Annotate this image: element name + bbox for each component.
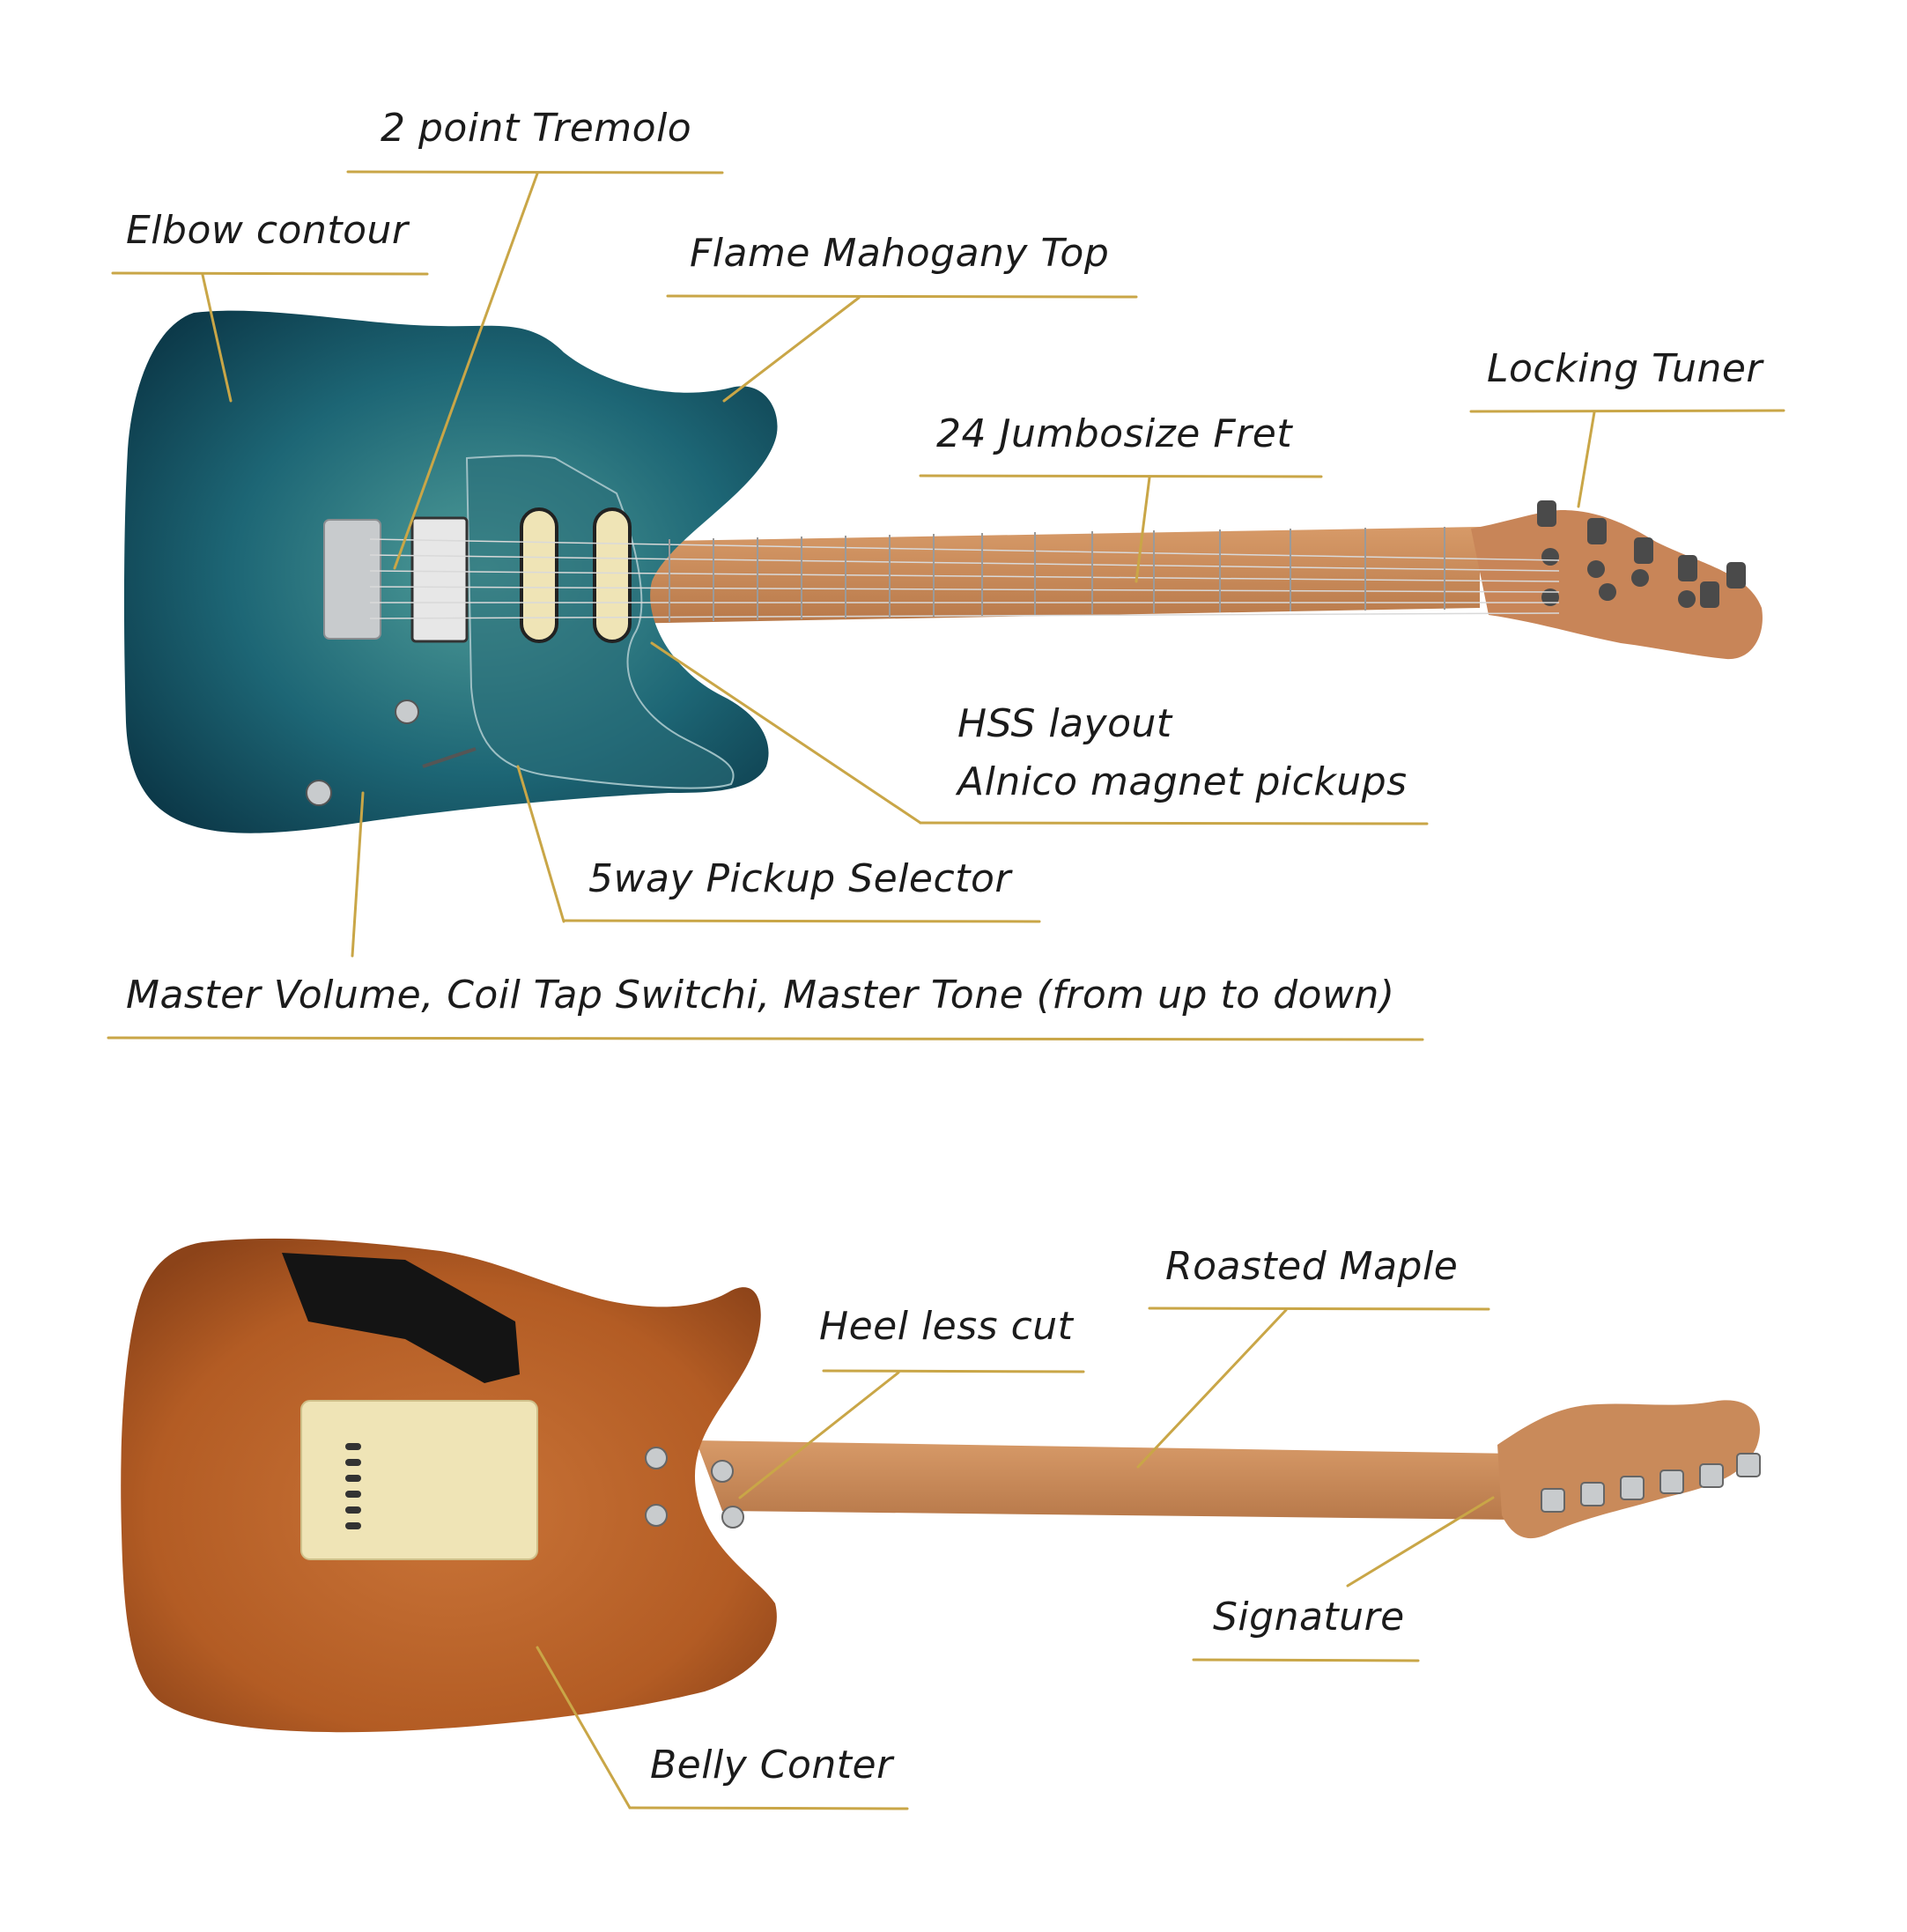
label-belly: Belly Conter bbox=[650, 1743, 893, 1788]
underline-hss bbox=[919, 821, 1429, 825]
front-frets bbox=[669, 527, 1445, 622]
label-signature: Signature bbox=[1213, 1595, 1405, 1640]
front-tone-knob bbox=[306, 780, 332, 806]
pointer-flame bbox=[722, 296, 861, 403]
label-alnico: Alnico magnet pickups bbox=[957, 759, 1408, 804]
back-control-cover bbox=[282, 1253, 520, 1383]
pointer-signature bbox=[1346, 1496, 1495, 1588]
front-strings bbox=[369, 538, 1560, 619]
label-flame-top: Flame Mahogany Top bbox=[690, 231, 1110, 276]
back-tuners bbox=[1541, 1453, 1761, 1513]
front-fretboard bbox=[617, 527, 1480, 624]
label-hss-layout: HSS layout bbox=[957, 701, 1172, 746]
underline-signature bbox=[1192, 1658, 1420, 1662]
pointer-hss bbox=[650, 641, 922, 825]
pointer-elbow bbox=[201, 273, 233, 403]
label-roasted-maple: Roasted Maple bbox=[1165, 1244, 1459, 1289]
pointer-frets bbox=[1135, 476, 1151, 583]
pointer-belly bbox=[536, 1646, 632, 1810]
back-tremolo-cover bbox=[300, 1400, 538, 1560]
label-locking-tuner: Locking Tuner bbox=[1487, 346, 1763, 391]
front-headstock bbox=[1471, 510, 1763, 660]
front-single-coil-2 bbox=[593, 507, 632, 643]
back-spring-slots bbox=[345, 1443, 361, 1529]
front-volume-knob bbox=[395, 700, 419, 724]
underline-controls bbox=[107, 1036, 1424, 1041]
label-selector: 5way Pickup Selector bbox=[588, 856, 1011, 901]
underline-tremolo bbox=[346, 170, 724, 174]
underline-frets bbox=[919, 474, 1323, 478]
underline-heel-cut bbox=[822, 1369, 1085, 1373]
front-selector-switch bbox=[422, 747, 477, 768]
underline-belly bbox=[628, 1806, 909, 1810]
front-humbucker bbox=[410, 516, 469, 643]
back-neck bbox=[696, 1440, 1515, 1520]
front-bridge bbox=[323, 519, 381, 640]
label-frets: 24 Jumbosize Fret bbox=[936, 411, 1293, 456]
underline-roasted-maple bbox=[1148, 1307, 1490, 1311]
front-guitar bbox=[123, 310, 1763, 833]
front-tuners bbox=[1537, 500, 1746, 608]
pointer-locking-tuner bbox=[1577, 411, 1596, 508]
pointer-roasted-maple bbox=[1136, 1308, 1288, 1469]
pointer-heel-cut bbox=[738, 1371, 900, 1499]
back-neck-screws bbox=[645, 1447, 744, 1529]
pointer-tremolo bbox=[393, 172, 539, 570]
underline-flame bbox=[666, 294, 1138, 299]
label-heel-cut: Heel less cut bbox=[819, 1304, 1074, 1349]
label-controls: Master Volume, Coil Tap Switchi, Master … bbox=[126, 973, 1395, 1018]
back-guitar bbox=[121, 1238, 1761, 1733]
label-tremolo: 2 point Tremolo bbox=[381, 106, 692, 151]
label-elbow-contour: Elbow contour bbox=[126, 208, 409, 253]
underline-selector bbox=[562, 919, 1041, 923]
underline-elbow bbox=[111, 271, 429, 276]
pointer-selector bbox=[516, 765, 565, 923]
pointer-controls bbox=[351, 791, 365, 958]
